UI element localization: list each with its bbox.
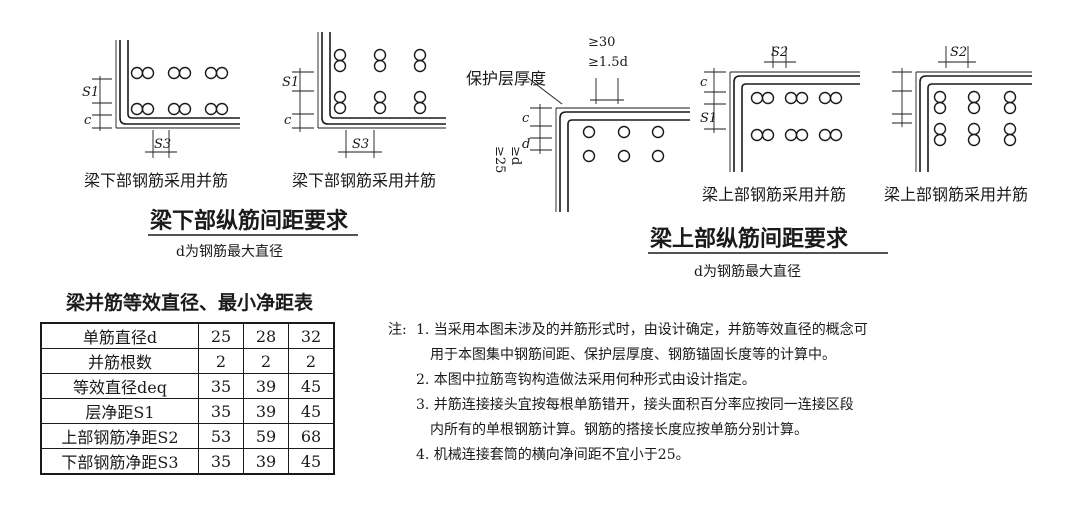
note-line: 1. 当采用本图未涉及的并筋形式时，由设计确定，并筋等效直径的概念可	[416, 322, 868, 338]
lower-dim-s3-left: S3	[154, 137, 171, 152]
table-cell: 53	[198, 423, 244, 449]
upper-dim-side-d: ≥d	[508, 146, 523, 165]
upper-subtitle: d为钢筋最大直径	[694, 263, 801, 280]
table-cell: 45	[288, 373, 335, 399]
upper-caption-left: 梁上部钢筋采用并筋	[702, 185, 846, 204]
upper-dim-top-15d: ≥1.5d	[588, 55, 628, 70]
table-cell: 59	[243, 423, 289, 449]
table-cell: 28	[243, 322, 289, 349]
upper-dim-c-cover: c	[522, 111, 530, 126]
spacing-diagrams: S1 c S3 梁下部钢筋采用并筋 S1 c S3 梁下部钢筋采用并筋 梁下部纵…	[82, 32, 1032, 280]
note-line: 用于本图集中钢筋间距、保护层厚度、钢筋锚固长度等的计算中。	[430, 347, 836, 363]
lower-title: 梁下部纵筋间距要求	[149, 208, 348, 234]
upper-detail-vertical-pairs	[892, 46, 1032, 172]
table-cell: 35	[198, 398, 244, 424]
table-cell: 39	[243, 398, 289, 424]
table-cell: 25	[198, 322, 244, 349]
lower-dim-c-left: c	[84, 113, 92, 128]
lower-dim-c-right: c	[284, 113, 292, 128]
upper-cover-label: 保护层厚度	[466, 69, 546, 88]
table-cell: 2	[243, 348, 289, 374]
table-row-label: 单筋直径d	[40, 322, 199, 349]
table-cell: 2	[288, 348, 335, 374]
table-cell: 32	[288, 322, 335, 349]
upper-dim-s2-left: S2	[771, 45, 788, 60]
upper-detail-cover	[527, 77, 690, 212]
table-cell: 45	[288, 398, 335, 424]
note-line: 3. 并筋连接接头宜按每根单筋错开，接头面积百分率应按同一连接区段	[416, 397, 854, 413]
table-row-label: 层净距S1	[40, 398, 199, 424]
upper-caption-right: 梁上部钢筋采用并筋	[884, 185, 1028, 204]
lower-dim-s1-left: S1	[82, 85, 99, 100]
lower-caption-right: 梁下部钢筋采用并筋	[292, 171, 436, 190]
note-line: 2. 本图中拉筋弯钩构造做法采用何种形式由设计指定。	[416, 372, 756, 388]
upper-detail-horizontal-pairs	[704, 46, 860, 172]
notes-label: 注:	[388, 322, 407, 338]
upper-dim-s2-right: S2	[950, 45, 967, 60]
note-line: 4. 机械连接套筒的横向净间距不宜小于25。	[416, 447, 690, 463]
table-row-label: 等效直径deq	[40, 373, 199, 399]
table-cell: 68	[288, 423, 335, 449]
table-cell: 35	[198, 448, 244, 475]
upper-title: 梁上部纵筋间距要求	[649, 226, 848, 252]
table-row-label: 并筋根数	[40, 348, 199, 374]
upper-dim-top-30: ≥30	[588, 35, 615, 50]
lower-detail-vertical-pairs	[292, 32, 446, 158]
upper-dim-d-cover: d	[522, 137, 530, 152]
table-cell: 2	[198, 348, 244, 374]
lower-subtitle: d为钢筋最大直径	[176, 243, 283, 260]
table-cell: 39	[243, 373, 289, 399]
upper-dim-s1-left: S1	[700, 111, 717, 126]
lower-caption-left: 梁下部钢筋采用并筋	[84, 171, 228, 190]
upper-dim-c-left: c	[700, 75, 708, 90]
lower-dim-s1-right: S1	[282, 75, 299, 90]
note-line: 内所有的单根钢筋计算。钢筋的搭接长度应按单筋分别计算。	[430, 422, 808, 438]
table-cell: 45	[288, 448, 335, 475]
table-cell: 35	[198, 373, 244, 399]
table-title: 梁并筋等效直径、最小净距表	[66, 292, 314, 314]
table-row-label: 上部钢筋净距S2	[40, 423, 199, 449]
upper-dim-side-25: ≥25	[492, 146, 507, 173]
lower-dim-s3-right: S3	[352, 137, 369, 152]
table-row-label: 下部钢筋净距S3	[40, 448, 199, 475]
lower-detail-horizontal-pairs	[92, 40, 240, 158]
notes: 注: 1. 当采用本图未涉及的并筋形式时，由设计确定，并筋等效直径的概念可 用于…	[388, 318, 1068, 468]
table-cell: 39	[243, 448, 289, 475]
